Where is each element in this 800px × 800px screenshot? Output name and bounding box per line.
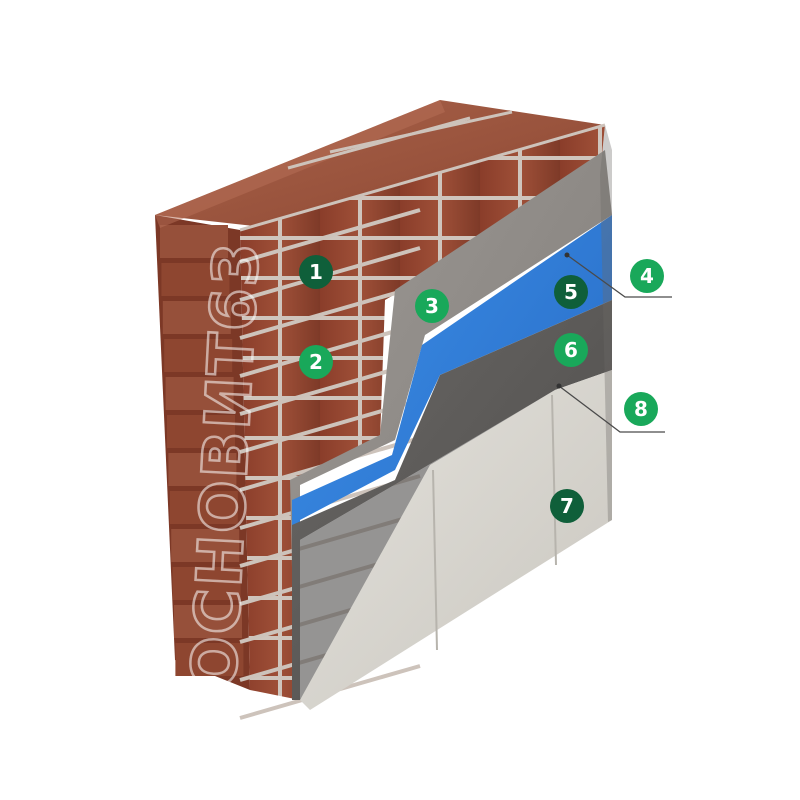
brick-end xyxy=(162,301,231,334)
decorative-plaster-layer xyxy=(300,370,612,710)
callout-badge-circle xyxy=(624,392,658,426)
brick-wall-side-face xyxy=(155,215,250,690)
leader-dot-4 xyxy=(564,252,570,258)
brick-end xyxy=(175,643,244,676)
wall-right-edge xyxy=(600,125,612,522)
callout-badges: 1 2 3 4 5 6 7 8 xyxy=(299,255,664,523)
callout-badge-4: 4 xyxy=(630,259,664,293)
callout-badge-5: 5 xyxy=(554,275,588,309)
callout-badge-circle xyxy=(554,275,588,309)
callout-badge-circle xyxy=(630,259,664,293)
brick-end xyxy=(164,339,233,372)
mortar-joint xyxy=(239,322,421,378)
callout-badge-8: 8 xyxy=(624,392,658,426)
callout-badge-label: 4 xyxy=(640,264,654,288)
brick-end xyxy=(174,605,242,638)
brick-end xyxy=(167,415,235,448)
mortar-joint xyxy=(329,110,513,154)
mortar-joint xyxy=(239,208,421,264)
callout-badge-1: 1 xyxy=(299,255,333,289)
reinforced-base-coat-layer xyxy=(292,300,612,700)
callout-badge-circle xyxy=(299,345,333,379)
callout-badge-2: 2 xyxy=(299,345,333,379)
insulation-layer xyxy=(292,215,612,700)
brick-end xyxy=(165,377,234,410)
callout-badge-label: 8 xyxy=(634,397,648,421)
callout-badge-label: 2 xyxy=(309,350,323,374)
brick-end xyxy=(169,491,238,524)
callout-badge-3: 3 xyxy=(415,289,449,323)
callout-badge-label: 5 xyxy=(564,280,578,304)
callout-badge-label: 1 xyxy=(309,260,323,284)
leader-line-8 xyxy=(558,385,665,433)
callout-badge-label: 3 xyxy=(425,294,439,318)
mortar-joint xyxy=(239,123,606,232)
callout-badge-circle xyxy=(299,255,333,289)
brick-end xyxy=(168,453,237,486)
callout-badge-7: 7 xyxy=(550,489,584,523)
callout-badge-circle xyxy=(415,289,449,323)
callout-badge-circle xyxy=(550,489,584,523)
brick-end xyxy=(161,263,230,296)
mortar-joint xyxy=(239,284,421,340)
plaster-panel-seam xyxy=(432,469,438,651)
brick-end xyxy=(172,567,241,600)
mortar-joint xyxy=(287,116,471,170)
leader-dot-8 xyxy=(556,383,562,389)
brick-end xyxy=(160,225,228,258)
adhesive-layer xyxy=(290,150,612,700)
plaster-panel-seam xyxy=(551,394,557,566)
brick-end xyxy=(171,529,240,562)
callout-badge-label: 7 xyxy=(560,494,574,518)
leader-lines xyxy=(558,254,672,433)
callout-badge-6: 6 xyxy=(554,333,588,367)
callout-badge-label: 6 xyxy=(564,338,578,362)
callout-badge-circle xyxy=(554,333,588,367)
leader-line-4 xyxy=(566,254,672,298)
